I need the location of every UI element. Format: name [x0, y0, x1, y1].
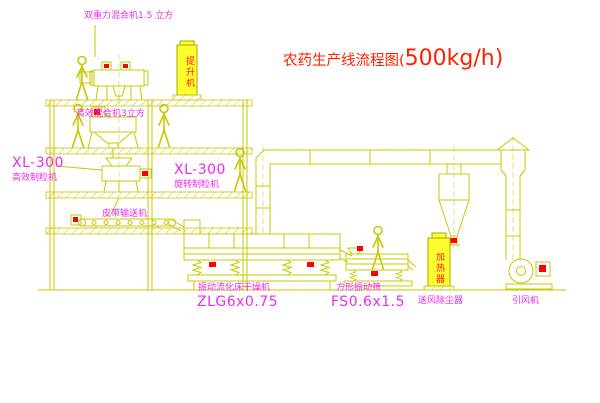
label-mixer-top: 双重力混合机1.5 立方 — [84, 11, 174, 21]
vibrating-sieve — [343, 246, 417, 287]
induced-draft-fan — [505, 258, 553, 290]
fluid-bed-dryer — [183, 219, 353, 290]
rotary-granulator — [101, 157, 152, 217]
cabinet-top-text: 提升机 — [184, 56, 194, 89]
gravity-mixer — [79, 61, 149, 101]
motor-mark — [209, 262, 216, 267]
label-granulator-left-name: 高效制粒机 — [12, 173, 58, 183]
label-mixer-mid: 高效混合机3立方 — [76, 109, 145, 119]
cabinet-right-text: 加热器 — [434, 252, 444, 285]
worker-figure — [371, 225, 385, 270]
high-efficiency-mixer — [87, 106, 139, 158]
label-granulator-left-model: XL-300 — [12, 155, 64, 171]
label-granulator-mid-model: XL-300 — [174, 162, 226, 178]
worker-figure — [157, 103, 171, 148]
label-air-dust-filter: 送风除尘器 — [418, 296, 464, 306]
label-dryer-model: ZLG6x0.75 — [197, 294, 279, 310]
label-granulator-mid-name: 旋转制粒机 — [174, 180, 220, 190]
motor-mark — [104, 64, 109, 68]
exhaust-stack — [495, 137, 531, 260]
building-structure — [45, 99, 253, 290]
motor-mark — [94, 109, 100, 115]
cyclone-separator — [438, 163, 470, 246]
exhaust-duct — [255, 149, 501, 234]
label-leader-lines — [55, 25, 103, 171]
label-dryer-name: 振动流化床干燥机 — [198, 283, 271, 293]
diagram-title-text: 农药生产线流程图( — [283, 53, 405, 69]
worker-figure — [75, 55, 89, 100]
motor-mark — [73, 217, 78, 222]
cabinet-right — [423, 232, 455, 291]
label-sieve-name: 方形振动筛 — [336, 283, 382, 293]
diagram-title-capacity: 500kg/h) — [404, 46, 504, 71]
worker-figure — [233, 147, 247, 192]
centerlines — [118, 54, 514, 260]
motor-mark — [123, 64, 128, 68]
label-sieve-model: FS0.6x1.5 — [331, 294, 406, 310]
label-belt-conveyor: 皮带输送机 — [102, 209, 148, 219]
diagram-title: 农药生产线流程图( 500kg/h) — [283, 46, 503, 71]
motor-mark — [142, 171, 148, 176]
label-induced-fan: 引风机 — [512, 296, 540, 306]
motor-mark — [539, 265, 546, 272]
motor-mark — [371, 271, 378, 276]
motor-mark — [357, 246, 363, 251]
cabinet-top — [172, 40, 202, 101]
motor-mark — [307, 262, 314, 267]
motor-mark — [450, 238, 457, 243]
belt-conveyor — [70, 214, 185, 232]
